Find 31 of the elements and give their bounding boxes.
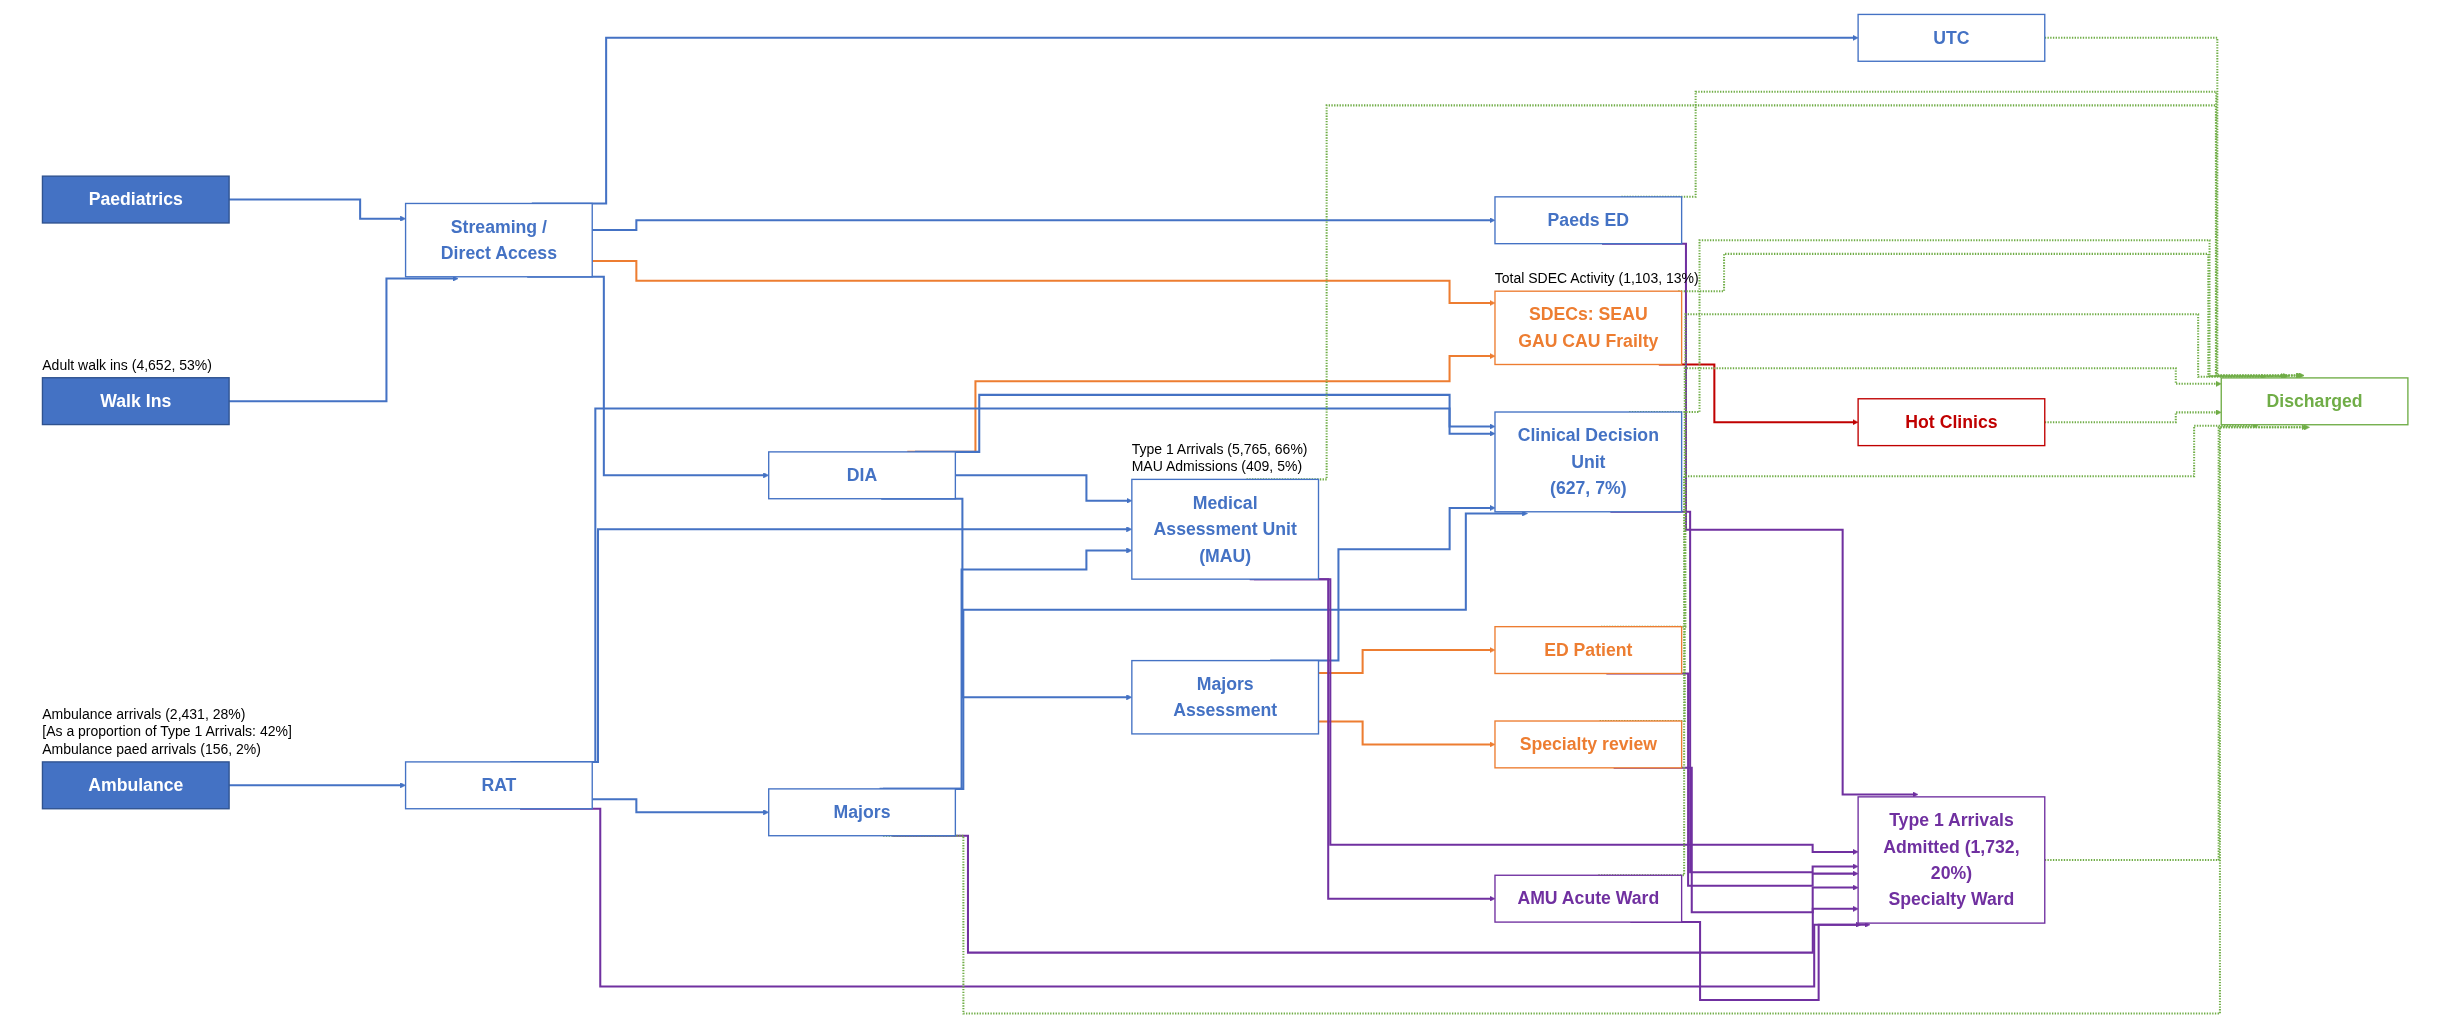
node-box: Discharged [2220,376,2409,425]
node-box: AMU Acute Ward [1494,874,1683,923]
arrow [228,275,459,402]
node-box: Medical Assessment Unit (MAU) [1131,478,1319,580]
arrow [592,797,769,815]
node-caption: Ambulance paed arrivals (156, 2%) [42,740,262,759]
arrow [228,198,406,222]
node-box: SDECs: SEAU GAU CAU Frailty [1494,290,1683,365]
arrow [2044,36,2305,378]
node-box: Hot Clinics [1857,397,2046,446]
node-box: Paeds ED [1494,195,1683,244]
node-box: Clinical Decision Unit (627, 7%) [1494,410,1683,512]
node-box: Paediatrics [41,174,230,224]
node-caption: Type 1 Arrivals (5,765, 66%) [1131,440,1308,459]
node-box: Majors [767,787,956,836]
node-caption: [As a proportion of Type 1 Arrivals: 42%] [42,723,292,741]
node-box: Walk Ins [41,376,230,425]
node-box: RAT [404,760,593,809]
node-caption: Ambulance arrivals (2,431, 28%) [42,705,247,724]
node-box: Ambulance [41,760,230,809]
arrow [2044,408,2222,423]
arrow [228,781,406,788]
node-box: UTC [1857,13,2046,62]
node-box: Specialty review [1494,719,1683,769]
node-caption: MAU Admissions (409, 5%) [1131,458,1304,476]
node-box: Majors Assessment [1131,659,1319,735]
node-caption: Adult walk ins (4,652, 53%) [42,356,212,375]
node-box: ED Patient [1494,625,1683,674]
node-box: Type 1 Arrivals Admitted (1,732, 20%) Specialty Ward [1857,795,2046,924]
node-box: Streaming / Direct Access [404,202,593,277]
node-box: DIA [767,450,956,499]
